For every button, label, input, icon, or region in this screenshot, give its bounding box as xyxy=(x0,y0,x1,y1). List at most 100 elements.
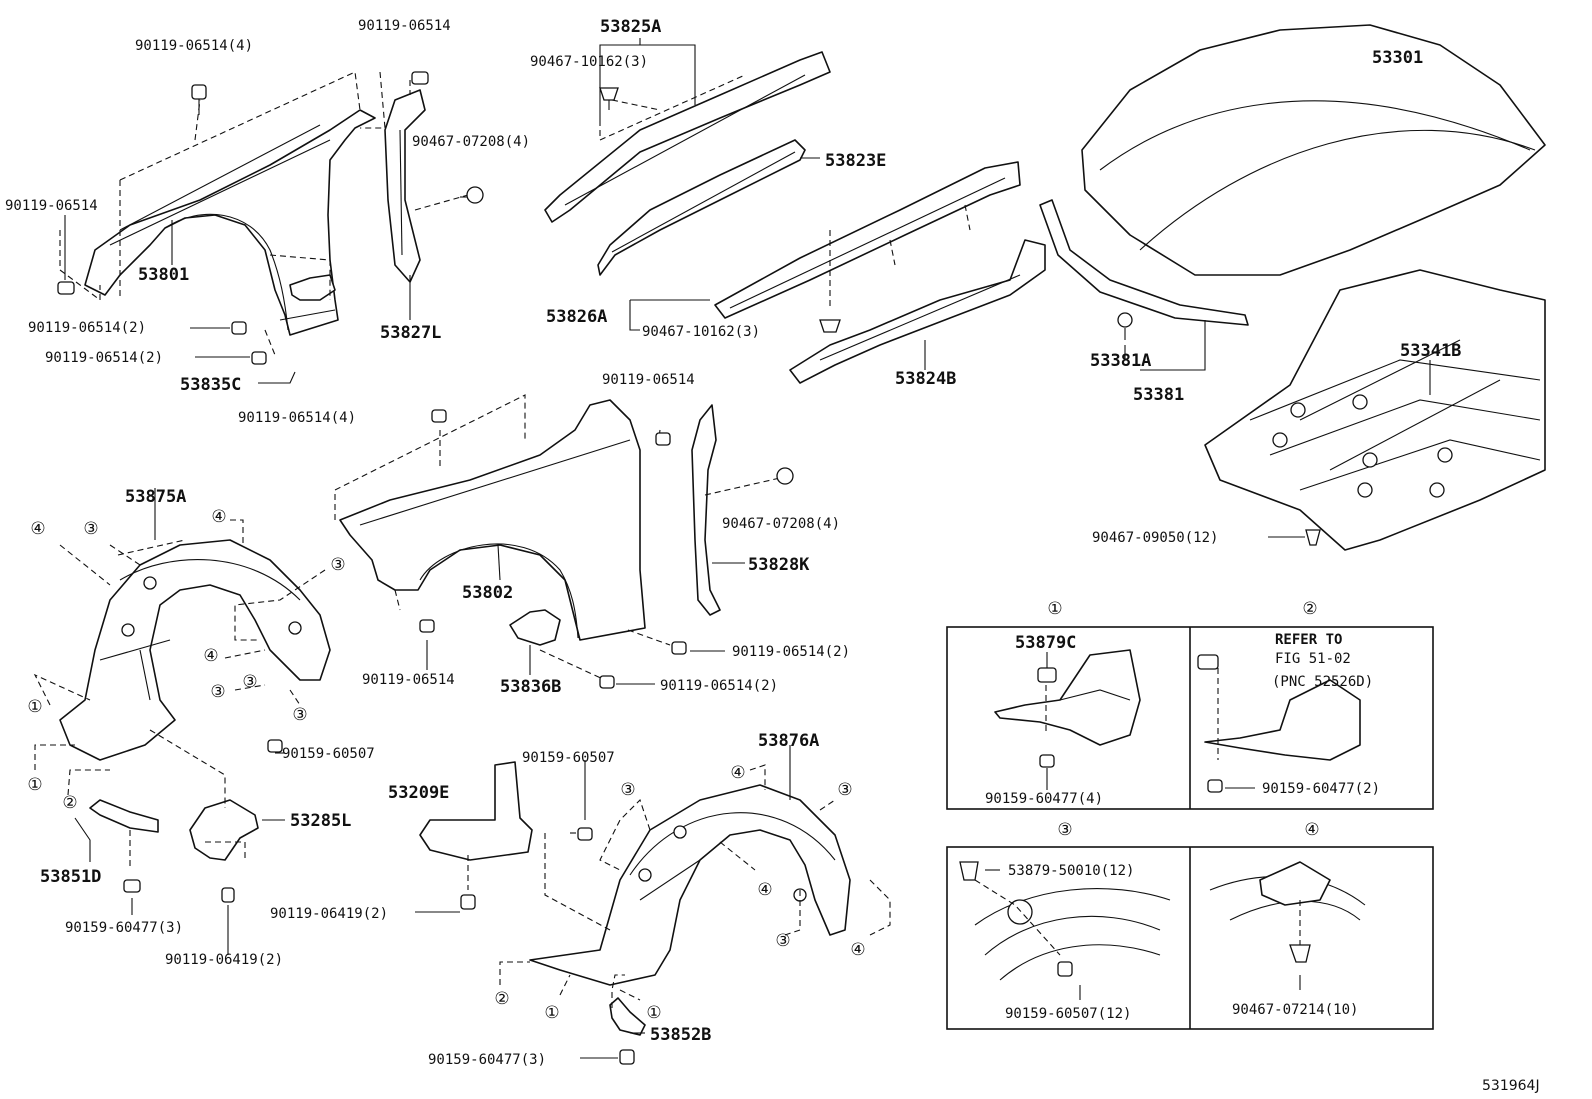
label-53823E: 53823E xyxy=(825,151,886,171)
bracket-53828K xyxy=(691,404,721,616)
callout-4: ④ xyxy=(850,940,865,960)
seal-53381 xyxy=(1039,199,1249,326)
label-53285L: 53285L xyxy=(290,811,351,831)
insulator-53341B xyxy=(1204,269,1546,551)
bolt-icon xyxy=(1057,961,1073,977)
clip-icon xyxy=(959,861,979,881)
detail-box-label-3: ③ xyxy=(1057,820,1072,840)
bolt-icon xyxy=(57,281,75,295)
fastener-label: 90159-60507 xyxy=(282,746,375,762)
callout-4: ④ xyxy=(203,646,218,666)
callout-4: ④ xyxy=(211,507,226,527)
svg-text:④: ④ xyxy=(203,646,218,666)
svg-text:①: ① xyxy=(544,1003,559,1023)
fastener-label: 90159-60477(2) xyxy=(1262,781,1380,797)
svg-text:③: ③ xyxy=(242,672,257,692)
svg-text:③: ③ xyxy=(620,780,635,800)
clip-icon xyxy=(819,319,841,333)
svg-text:④: ④ xyxy=(757,880,772,900)
fastener-label: 90119-06514 xyxy=(362,672,455,688)
fastener-label: 90159-60477(3) xyxy=(65,920,183,936)
fastener-label: 90467-10162(3) xyxy=(530,54,648,70)
bolt-icon xyxy=(251,351,267,365)
callout-3: ③ xyxy=(292,705,307,725)
label-53824B: 53824B xyxy=(895,369,956,389)
fender-53801 xyxy=(84,109,376,336)
fastener-label: 90159-60507 xyxy=(522,750,615,766)
bolt-icon xyxy=(123,879,141,893)
fender-53802 xyxy=(339,399,646,641)
bolt-icon xyxy=(231,321,247,335)
fastener-label: 90119-06419(2) xyxy=(165,952,283,968)
label-53801: 53801 xyxy=(138,265,189,285)
detail-box-label-2: ② xyxy=(1302,599,1317,619)
clip-icon xyxy=(1305,529,1321,546)
clip-icon xyxy=(599,87,619,110)
svg-text:③: ③ xyxy=(775,931,790,951)
svg-text:④: ④ xyxy=(211,507,226,527)
refer-note-line1: REFER TO xyxy=(1275,632,1342,648)
label-53851D: 53851D xyxy=(40,867,101,887)
fastener-label: 90119-06514(4) xyxy=(135,38,253,54)
fastener-label: 90119-06514(2) xyxy=(660,678,778,694)
label-53381: 53381 xyxy=(1133,385,1184,405)
bolt-icon xyxy=(577,827,593,841)
seal-53824B xyxy=(789,239,1046,384)
label-53875A: 53875A xyxy=(125,487,186,507)
seal-53826A xyxy=(714,161,1021,319)
label-53852B: 53852B xyxy=(650,1025,711,1045)
seal-53825A xyxy=(544,51,831,223)
svg-text:③: ③ xyxy=(83,519,98,539)
callout-3: ③ xyxy=(210,682,225,702)
bolt-icon xyxy=(221,887,235,903)
bolt-icon xyxy=(191,84,207,115)
svg-text:③: ③ xyxy=(210,682,225,702)
refer-note-line2: FIG 51-02 xyxy=(1275,651,1351,667)
label-53209E: 53209E xyxy=(388,783,449,803)
svg-text:④: ④ xyxy=(730,763,745,783)
fastener-label: 90159-60477(3) xyxy=(428,1052,546,1068)
fastener-label: 90119-06514 xyxy=(602,372,695,388)
callout-4: ④ xyxy=(30,519,45,539)
bracket-53285L xyxy=(189,799,259,861)
fastener-label: 90467-07214(10) xyxy=(1232,1002,1358,1018)
bracket-53852B xyxy=(609,997,646,1036)
bracket-53835C xyxy=(289,274,336,301)
fastener-label: 53879-50010(12) xyxy=(1008,863,1134,879)
clip-icon xyxy=(1289,944,1311,963)
svg-text:④: ④ xyxy=(850,940,865,960)
callout-3: ③ xyxy=(775,931,790,951)
label-53381A: 53381A xyxy=(1090,351,1151,371)
seal-53823E xyxy=(597,139,806,276)
figure-id: 531964J xyxy=(1482,1078,1540,1094)
fastener-label: 90467-07208(4) xyxy=(722,516,840,532)
callout-3: ③ xyxy=(620,780,635,800)
bolt-icon xyxy=(1039,754,1055,768)
callout-3: ③ xyxy=(242,672,257,692)
callout-2: ② xyxy=(494,989,509,1009)
bolt-icon xyxy=(655,432,671,446)
callout-3: ③ xyxy=(837,780,852,800)
label-53825A: 53825A xyxy=(600,17,661,37)
liner-53876A xyxy=(529,784,851,986)
clip-icon xyxy=(1037,667,1057,683)
callout-2: ② xyxy=(62,793,77,813)
label-53802: 53802 xyxy=(462,583,513,603)
bolt-icon xyxy=(1207,779,1223,793)
bolt-icon xyxy=(671,641,687,655)
fastener-label: 90119-06514(4) xyxy=(238,410,356,426)
bolt-icon xyxy=(619,1049,635,1065)
bolt-icon xyxy=(419,619,435,633)
fastener-label: 90119-06514 xyxy=(5,198,98,214)
callout-1: ① xyxy=(544,1003,559,1023)
bracket-53851D xyxy=(89,799,159,833)
callout-1: ① xyxy=(27,697,42,717)
svg-text:①: ① xyxy=(27,697,42,717)
label-53341B: 53341B xyxy=(1400,341,1461,361)
fastener-label: 90119-06419(2) xyxy=(270,906,388,922)
liner-53875A xyxy=(59,539,331,761)
svg-text:①: ① xyxy=(27,775,42,795)
svg-text:②: ② xyxy=(494,989,509,1009)
